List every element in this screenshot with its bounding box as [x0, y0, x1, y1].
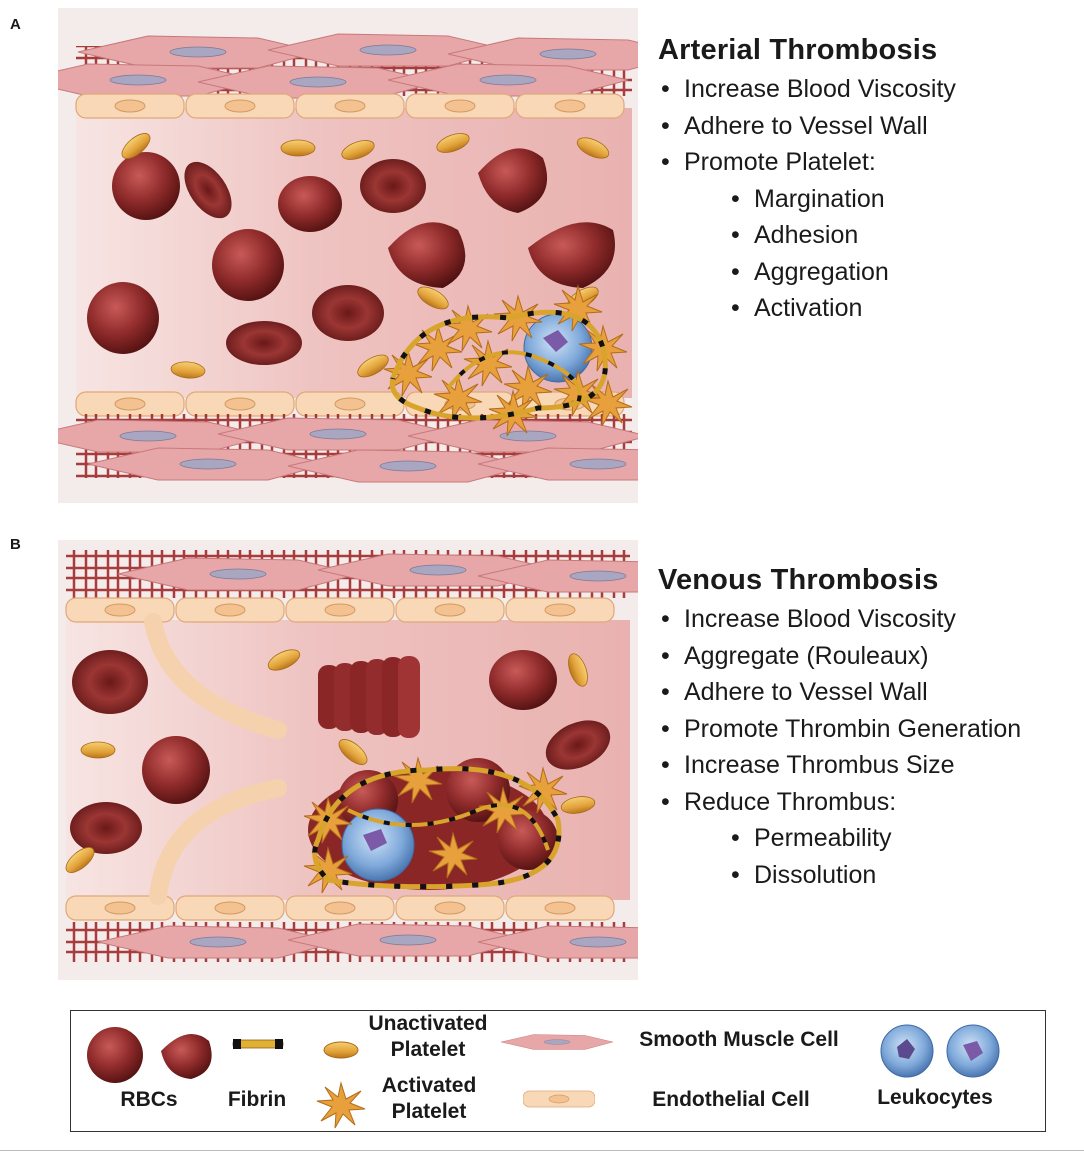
- leukocyte-icon: [880, 1024, 1000, 1078]
- list-item: Increase Thrombus Size: [658, 747, 1021, 784]
- bottom-rule: [0, 1150, 1084, 1151]
- legend-activated-platelet-label: Activated Platelet: [381, 1074, 477, 1123]
- list-item: Reduce Thrombus:: [658, 784, 1021, 821]
- legend-rbcs-label: RBCs: [120, 1088, 178, 1111]
- legend-unactivated-platelet-label: Unactivated Platelet: [368, 1012, 488, 1061]
- list-item: Aggregation: [728, 254, 956, 291]
- list-item: Promote Thrombin Generation: [658, 711, 1021, 748]
- panel-a-title: Arterial Thrombosis: [658, 34, 938, 66]
- endothelial-cell-icon: [523, 1090, 595, 1108]
- list-item: Increase Blood Viscosity: [658, 601, 1021, 638]
- rbc-icon: [87, 1027, 212, 1083]
- list-item: Permeability: [728, 820, 1021, 857]
- legend-leukocytes-label: Leukocytes: [877, 1086, 993, 1109]
- venous-thrombosis-illustration: [58, 540, 638, 980]
- list-item: Activation: [728, 290, 956, 327]
- rouleaux-stack: [318, 656, 420, 738]
- list-item: Adhere to Vessel Wall: [658, 108, 956, 145]
- panel-b-text: Venous Thrombosis Increase Blood Viscosi…: [658, 564, 1021, 893]
- panel-b-title: Venous Thrombosis: [658, 564, 939, 596]
- unactivated-platelet-icon: [323, 1041, 359, 1059]
- arterial-thrombosis-illustration: [58, 8, 638, 503]
- list-item: Margination: [728, 181, 956, 218]
- list-item: Promote Platelet:: [658, 144, 956, 181]
- legend-endothelial-cell-label: Endothelial Cell: [652, 1088, 810, 1111]
- legend-smooth-muscle-cell-label: Smooth Muscle Cell: [639, 1028, 839, 1051]
- legend-fibrin-label: Fibrin: [227, 1088, 287, 1111]
- panel-b-letter: B: [10, 536, 21, 553]
- legend: RBCs Fibrin Unactivated Platelet Activat…: [70, 1010, 1046, 1132]
- panel-a-letter: A: [10, 16, 21, 33]
- smooth-muscle-cell-icon: [501, 1034, 613, 1050]
- panel-a-list: Increase Blood Viscosity Adhere to Vesse…: [658, 71, 956, 327]
- list-item: Increase Blood Viscosity: [658, 71, 956, 108]
- panel-a-text: Arterial Thrombosis Increase Blood Visco…: [658, 34, 956, 327]
- fibrin-icon: [232, 1039, 284, 1049]
- panel-b-list: Increase Blood Viscosity Aggregate (Roul…: [658, 601, 1021, 893]
- list-item: Adhesion: [728, 217, 956, 254]
- list-item: Aggregate (Rouleaux): [658, 638, 1021, 675]
- list-item: Adhere to Vessel Wall: [658, 674, 1021, 711]
- list-item: Dissolution: [728, 857, 1021, 894]
